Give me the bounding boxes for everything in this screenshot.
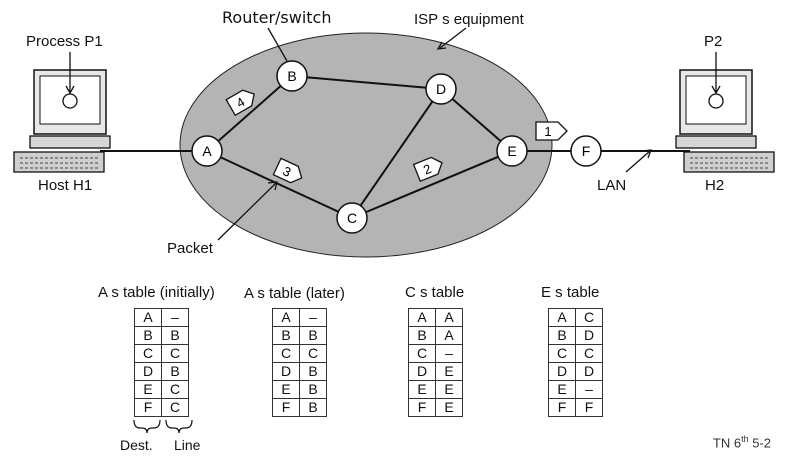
node-c: C [336, 202, 368, 234]
host-h2-computer-icon [675, 69, 775, 173]
host-h1-computer-icon [13, 69, 111, 173]
dest-label: Dest. [120, 437, 153, 453]
svg-text:C: C [347, 210, 357, 226]
host-h1-label: Host H1 [38, 177, 93, 194]
router-callout-pointer [267, 27, 288, 62]
slide-reference: TN 6th 5-2 [712, 433, 771, 450]
node-b: B [276, 60, 308, 92]
node-a: A [191, 135, 223, 167]
isp-cloud [179, 32, 553, 258]
table-a-initial-title: A s table (initially) [98, 284, 215, 301]
packet-callout-pointer [217, 182, 277, 241]
isp-callout-pointer [439, 27, 467, 49]
process-p1-label: Process P1 [26, 33, 103, 50]
packet-1: 1 [535, 121, 568, 141]
packet-4: 4 [225, 89, 255, 117]
link-c-d [351, 88, 442, 219]
dest-brace [133, 419, 161, 434]
table-row: C– [408, 344, 463, 363]
line-brace [165, 419, 193, 434]
table-c-title: C s table [405, 284, 465, 301]
table-row: A– [134, 308, 189, 327]
table-e-title: E s table [541, 284, 600, 301]
lan-callout-pointer [625, 150, 651, 173]
line-label: Line [174, 437, 201, 453]
link-c-e [351, 150, 513, 219]
router-switch-label: Router/switch [222, 8, 332, 27]
node-e: E [496, 135, 528, 167]
svg-text:A: A [202, 143, 212, 159]
host-h2-label: H2 [705, 177, 725, 194]
link-b-d [291, 75, 442, 90]
packet-label: Packet [167, 240, 213, 257]
table-row: E– [548, 380, 603, 399]
link-a-b [206, 75, 293, 152]
svg-text:D: D [436, 81, 446, 97]
svg-text:1: 1 [544, 124, 551, 139]
node-d: D [425, 73, 457, 105]
table-a-later-title: A s table (later) [244, 285, 345, 302]
table-row: A– [272, 308, 327, 327]
svg-text:E: E [507, 143, 516, 159]
svg-text:B: B [287, 68, 296, 84]
svg-text:F: F [582, 143, 591, 159]
node-f: F [570, 135, 602, 167]
packet-3: 3 [272, 157, 303, 184]
lan-label: LAN [597, 177, 627, 194]
isp-equipment-label: ISP s equipment [414, 11, 524, 28]
packet-2: 2 [412, 156, 443, 183]
link-a-c [206, 150, 353, 219]
p2-label: P2 [704, 33, 723, 50]
